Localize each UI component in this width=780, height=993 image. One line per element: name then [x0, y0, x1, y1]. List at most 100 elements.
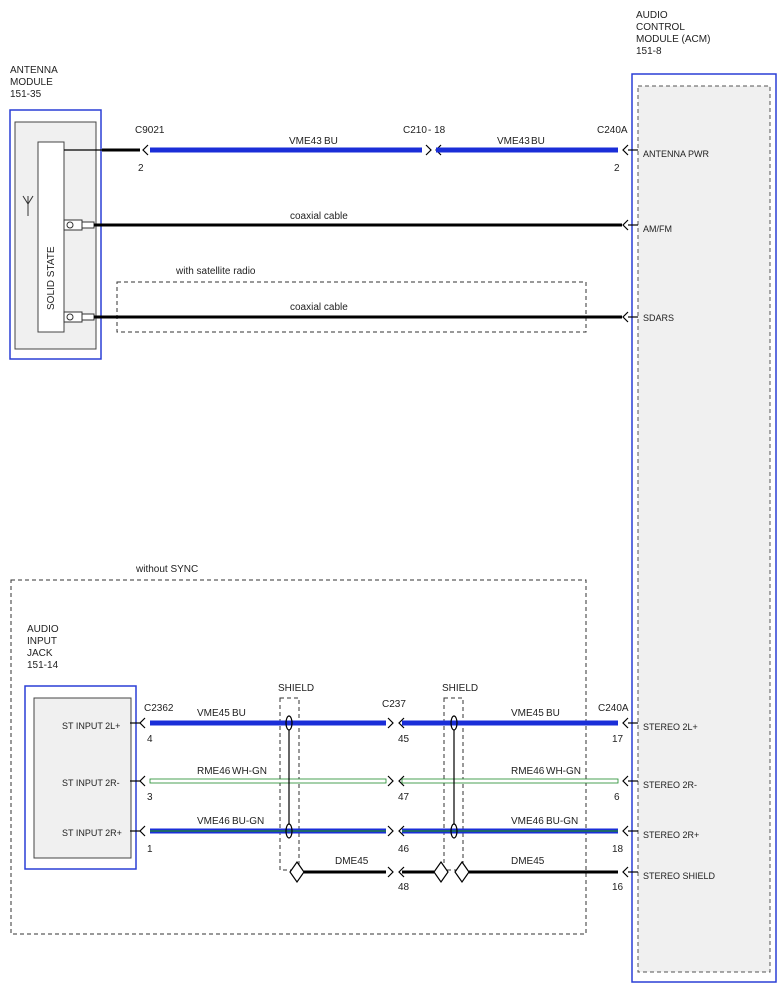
stereo-2l-plus-circuit: C2362 4 VME45 BU C237 45 VME45 BU C240A … — [130, 699, 638, 745]
connector-c9021: C9021 — [135, 125, 165, 136]
coax-connector-icon-1 — [63, 219, 95, 231]
pin-c9021: 2 — [138, 163, 144, 174]
wire-label-dme45-a: DME45 — [335, 856, 369, 867]
wire-rme46-segment-1 — [149, 778, 387, 784]
connector-arrow — [387, 825, 394, 837]
antenna-module-line-2: MODULE — [10, 77, 53, 88]
wire-label-rme46-a: RME46 — [197, 766, 231, 777]
acm-line-3: MODULE (ACM) — [636, 34, 710, 45]
shield-twist-1 — [285, 715, 293, 839]
wire-label-vme43-a: VME43 — [289, 136, 322, 147]
jack-body — [33, 697, 132, 859]
connector-arrow — [398, 866, 405, 878]
wire-label-coax-2: coaxial cable — [290, 302, 348, 313]
connector-c240a-bottom: C240A — [598, 703, 629, 714]
stereo-shield-circuit: DME45 48 DME45 16 — [289, 856, 638, 893]
note-with-satellite-radio: with satellite radio — [175, 266, 256, 277]
acm-pin-amfm: AM/FM — [643, 224, 672, 234]
solid-state-label: SOLID STATE — [46, 246, 57, 310]
wire-color-rme46-b: WH-GN — [546, 766, 581, 777]
jack-line-4: 151-14 — [27, 660, 59, 671]
wire-color-vme45-b: BU — [546, 708, 560, 719]
connector-c237: C237 — [382, 699, 406, 710]
pin-c240a-16: 16 — [612, 882, 624, 893]
shield-drain-icon — [454, 860, 470, 884]
connector-arrow — [142, 144, 149, 156]
shield-drain-icon — [433, 860, 449, 884]
pin-c237-48: 48 — [398, 882, 410, 893]
acm-outer-border — [631, 73, 777, 983]
acm-pin-sdars: SDARS — [643, 313, 674, 323]
jack-pin-2r-minus: ST INPUT 2R- — [62, 778, 120, 788]
wire-label-rme46-b: RME46 — [511, 766, 545, 777]
jack-line-1: AUDIO — [27, 624, 59, 635]
connector-arrow — [398, 775, 405, 787]
connector-arrow — [387, 717, 394, 729]
stereo-2r-minus-circuit: 3 RME46 WH-GN 47 RME46 WH-GN 6 — [130, 766, 638, 803]
wire-color-rme46-a: WH-GN — [232, 766, 267, 777]
connector-arrow — [398, 825, 405, 837]
connector-arrow — [622, 311, 629, 323]
connector-arrow — [139, 775, 146, 787]
without-sync-option-box — [10, 579, 587, 935]
antenna-module: ANTENNA MODULE 151-35 SOLID STATE — [9, 65, 102, 360]
wire-rme46-segment-2 — [401, 778, 619, 784]
connector-arrow — [387, 866, 394, 878]
acm-body — [637, 85, 771, 973]
wire-color-vme46-b: BU-GN — [546, 816, 578, 827]
wire-label-coax-1: coaxial cable — [290, 211, 348, 222]
connector-arrow — [398, 717, 405, 729]
connector-arrow — [622, 866, 629, 878]
acm-pin-stereo-shield: STEREO SHIELD — [643, 871, 716, 881]
coax-connector-icon-2 — [63, 311, 95, 323]
connector-arrow — [139, 717, 146, 729]
wire-color-vme45-a: BU — [232, 708, 246, 719]
wire-label-vme46-b: VME46 — [511, 816, 544, 827]
wire-color-vme46-a: BU-GN — [232, 816, 264, 827]
pin-c240a-17: 17 — [612, 734, 624, 745]
pin-c2362-1: 1 — [147, 844, 153, 855]
amfm-coax-circuit: coaxial cable — [94, 211, 638, 231]
jack-outer-border — [24, 685, 137, 870]
pin-c237-45: 45 — [398, 734, 410, 745]
jack-pin-2l-plus: ST INPUT 2L+ — [62, 721, 120, 731]
pin-c237-47: 47 — [398, 792, 410, 803]
connector-arrow — [622, 219, 629, 231]
antenna-power-circuit: C9021 2 VME43 BU C210 - 18 VME43 BU C240… — [64, 125, 638, 174]
shield-label-1: SHIELD — [278, 683, 314, 694]
connector-c2362: C2362 — [144, 703, 174, 714]
shield-label-2: SHIELD — [442, 683, 478, 694]
satellite-radio-option-box — [116, 281, 587, 333]
acm-pin-antenna-pwr: ANTENNA PWR — [643, 149, 710, 159]
shield-twist-2 — [450, 715, 458, 839]
jack-line-3: JACK — [27, 648, 53, 659]
wire-color-bu-b: BU — [531, 136, 545, 147]
wire-label-vme43-b: VME43 — [497, 136, 530, 147]
connector-arrow — [139, 825, 146, 837]
shield-box-2 — [443, 697, 464, 871]
pin-c240a-6: 6 — [614, 792, 620, 803]
jack-line-2: INPUT — [27, 636, 57, 647]
pin-c240a-18: 18 — [612, 844, 624, 855]
connector-arrow — [622, 144, 629, 156]
connector-c210-pin: - 18 — [428, 125, 446, 136]
connector-arrow — [387, 775, 394, 787]
acm-pin-stereo-2r-minus: STEREO 2R- — [643, 780, 697, 790]
connector-arrow — [622, 717, 629, 729]
audio-input-jack: AUDIO INPUT JACK 151-14 ST INPUT 2L+ ST … — [24, 624, 137, 870]
acm-line-1: AUDIO — [636, 10, 668, 21]
wire-label-vme46-a: VME46 — [197, 816, 230, 827]
connector-arrow — [425, 144, 432, 156]
shield-drain-icon — [289, 860, 305, 884]
wire-label-vme45-a: VME45 — [197, 708, 230, 719]
sdars-coax-circuit: with satellite radio coaxial cable — [94, 266, 638, 333]
acm-pin-stereo-2l-plus: STEREO 2L+ — [643, 722, 698, 732]
pin-c2362-4: 4 — [147, 734, 153, 745]
solid-state-block — [37, 141, 65, 333]
pin-c2362-3: 3 — [147, 792, 153, 803]
wire-label-dme45-b: DME45 — [511, 856, 545, 867]
acm-line-4: 151-8 — [636, 46, 662, 57]
connector-c210: C210 — [403, 125, 427, 136]
antenna-module-line-3: 151-35 — [10, 89, 42, 100]
